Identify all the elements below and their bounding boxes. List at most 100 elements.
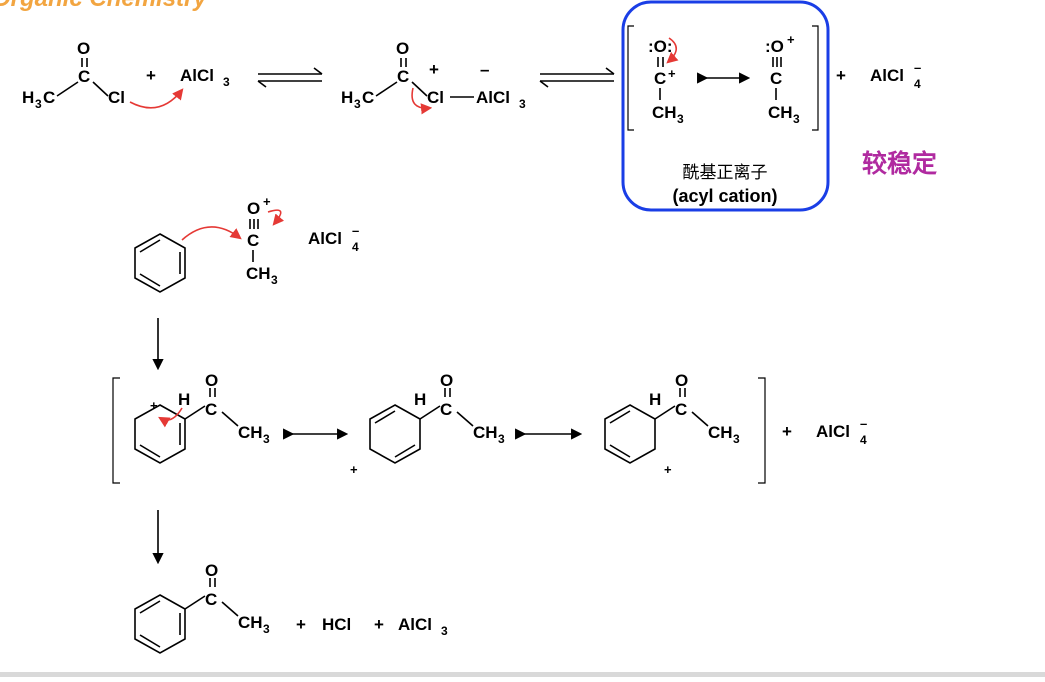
sigma-complex-3: + H C O CH 3 [604,371,740,477]
svg-text:O: O [205,371,218,390]
svg-text:C: C [675,400,687,419]
curved-arrow [181,226,242,241]
aluminum-chloride: AlCl 3 [180,66,230,89]
svg-text:+: + [374,615,384,634]
plus-sign: + [146,66,156,85]
svg-text::O:: :O: [648,37,673,56]
svg-text:3: 3 [677,112,684,126]
svg-text:3: 3 [441,624,448,638]
svg-text:O: O [247,199,260,218]
atom-c: C [43,88,55,107]
tetrachloroaluminate: AlCl 4 – [870,60,921,91]
tetrachloroaluminate: AlCl 4 – [816,416,867,447]
svg-text:3: 3 [263,432,270,446]
svg-text:+: + [263,194,271,209]
svg-text:AlCl: AlCl [476,88,510,107]
svg-text:–: – [860,416,867,431]
svg-text:4: 4 [914,77,921,91]
svg-text:+: + [787,32,795,47]
header-title: Organic Chemistry [0,0,208,12]
acyl-cation-box [621,0,830,212]
sigma-complex-2: + H C O CH 3 [350,371,505,477]
atom-h: H [22,88,34,107]
svg-text:3: 3 [354,97,361,111]
hydrogen-chloride: HCl [322,615,351,634]
svg-text:3: 3 [223,75,230,89]
equilibrium-arrow [257,67,323,88]
benzene-ring [134,233,186,293]
svg-text:+: + [150,398,158,413]
svg-text:CH: CH [238,423,263,442]
acyl-cation-resonance: :O: C + CH 3 :O + C CH 3 酰基正离子 (acyl cat… [627,25,819,206]
svg-text:C: C [205,400,217,419]
svg-text:3: 3 [271,273,278,287]
svg-text:O: O [396,39,409,58]
atom-o: O [77,39,90,58]
curved-arrow [129,88,184,109]
english-caption: (acyl cation) [672,186,777,206]
acetophenone: C O CH 3 [134,561,270,654]
chinese-caption: 酰基正离子 [683,163,768,182]
sigma-complex-1: + H C O CH 3 [134,371,270,464]
svg-text:4: 4 [860,433,867,447]
acylium-complex: H 3 C C O + Cl – AlCl 3 [341,39,526,115]
svg-text:O: O [440,371,453,390]
subscript: 3 [35,97,42,111]
svg-text:O: O [205,561,218,580]
equilibrium-arrow [539,67,615,88]
svg-text:C: C [440,400,452,419]
svg-text:H: H [341,88,353,107]
svg-text:CH: CH [708,423,733,442]
svg-text:3: 3 [263,622,270,636]
svg-text:+: + [836,66,846,85]
svg-text:O: O [675,371,688,390]
svg-text:–: – [480,60,489,79]
bottom-divider [0,672,1045,677]
svg-text:H: H [178,390,190,409]
svg-text:3: 3 [793,112,800,126]
svg-text:H: H [649,390,661,409]
acetyl-chloride: H 3 C C O Cl [22,39,125,111]
atom-c: C [78,67,90,86]
svg-text:C: C [247,231,259,250]
aluminum-chloride: AlCl 3 [398,615,448,638]
svg-text:CH: CH [473,423,498,442]
svg-text:C: C [770,69,782,88]
svg-text:CH: CH [652,103,677,122]
svg-text:C: C [397,67,409,86]
svg-text:C: C [654,69,666,88]
tetrachloroaluminate: AlCl 4 – [308,223,359,254]
svg-text::O: :O [765,37,784,56]
svg-text:CH: CH [238,613,263,632]
svg-text:3: 3 [733,432,740,446]
svg-text:–: – [352,223,359,238]
svg-text:+: + [782,422,792,441]
curved-arrow [411,87,433,115]
svg-text:AlCl: AlCl [180,66,214,85]
svg-text:+: + [350,462,358,477]
acylium-ion: O + C CH 3 [246,194,285,287]
svg-text:AlCl: AlCl [398,615,432,634]
svg-text:3: 3 [519,97,526,111]
svg-text:CH: CH [768,103,793,122]
svg-text:+: + [296,615,306,634]
svg-text:+: + [668,66,676,81]
bracket-left [112,377,120,484]
svg-text:AlCl: AlCl [816,422,850,441]
bracket-right [758,377,766,484]
curved-arrow [267,209,285,226]
svg-text:AlCl: AlCl [308,229,342,248]
curved-arrow [666,37,679,64]
svg-text:4: 4 [352,240,359,254]
svg-text:CH: CH [246,264,271,283]
atom-cl: Cl [108,88,125,107]
svg-text:AlCl: AlCl [870,66,904,85]
svg-text:+: + [664,462,672,477]
svg-text:C: C [362,88,374,107]
curved-arrow [158,407,183,428]
svg-text:3: 3 [498,432,505,446]
stability-note: 较稳定 [862,149,937,178]
svg-text:C: C [205,590,217,609]
svg-text:H: H [414,390,426,409]
